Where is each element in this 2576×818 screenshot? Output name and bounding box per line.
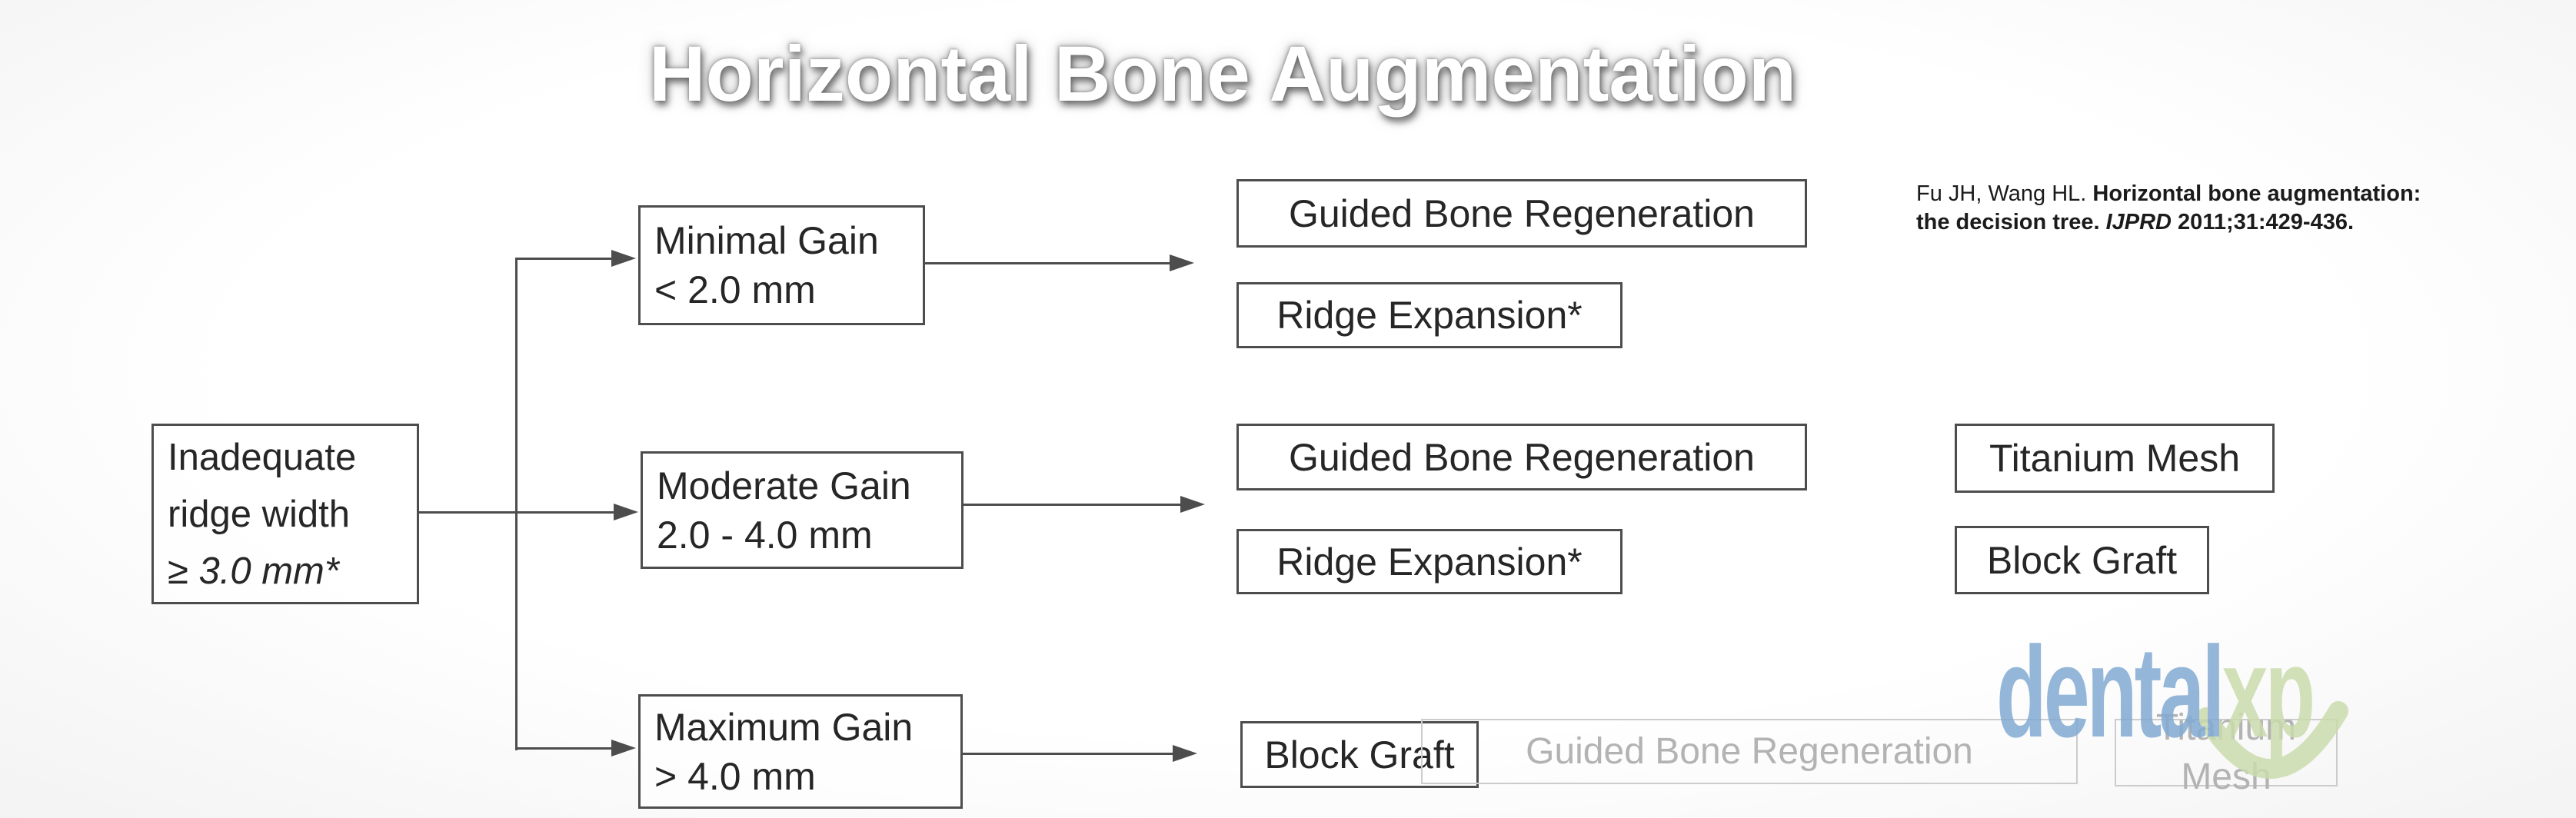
connector-to-maximum [515,747,613,750]
node-block-graft-mid: Block Graft [1955,526,2209,594]
citation-line-2: the decision tree. IJPRD 2011;31:429-436… [1916,210,2355,234]
connector-to-minimal [515,258,613,260]
arrowhead-maximum-treatments [1173,745,1197,762]
node-minimal-gain: Minimal Gain < 2.0 mm [638,205,925,325]
connector-moderate-to-treatments [964,504,1182,506]
node-titanium-mesh-faded: Titanium Mesh [2115,707,2338,797]
arrowhead-moderate [614,504,638,520]
page-title: Horizontal Bone Augmentation [648,30,1797,118]
connector-branch-vertical [515,258,518,750]
arrowhead-minimal [611,250,636,267]
node-block-graft-bottom: Block Graft [1240,721,1479,788]
node-guided-bone-regeneration-faded: Guided Bone Regeneration [1421,719,2078,784]
node-moderate-gain: Moderate Gain 2.0 - 4.0 mm [641,451,964,569]
node-inadequate-ridge-width: Inadequate ridge width ≥ 3.0 mm* [151,424,419,604]
node-guided-bone-regeneration-mid: Guided Bone Regeneration [1236,424,1807,490]
connector-maximum-to-treatments [963,753,1176,755]
arrowhead-minimal-treatments [1170,254,1194,271]
connector-minimal-to-treatments [925,262,1173,264]
node-ridge-expansion-top: Ridge Expansion* [1236,282,1622,348]
node-ridge-expansion-mid: Ridge Expansion* [1236,529,1622,594]
node-guided-bone-regeneration-top: Guided Bone Regeneration [1236,179,1807,248]
arrowhead-moderate-treatments [1180,496,1205,513]
node-titanium-mesh: Titanium Mesh [1955,424,2275,493]
arrowhead-maximum [611,740,636,756]
citation: Fu JH, Wang HL. Horizontal bone augmenta… [1916,180,2421,237]
node-maximum-gain: Maximum Gain > 4.0 mm [638,694,963,809]
citation-line-1: Fu JH, Wang HL. Horizontal bone augmenta… [1916,181,2421,206]
